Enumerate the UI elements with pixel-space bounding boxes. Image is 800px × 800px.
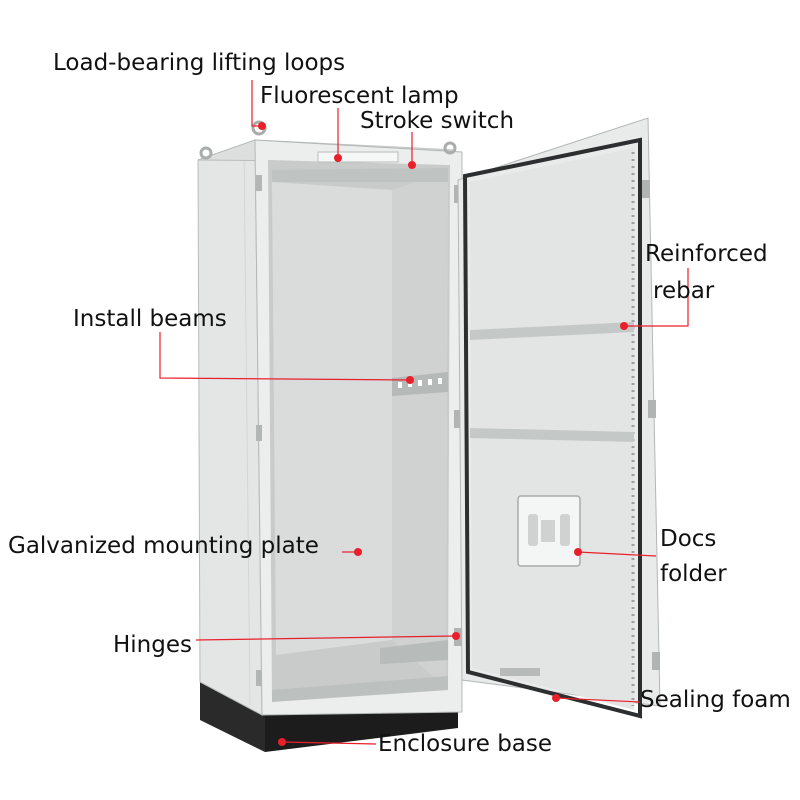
label-sealing-foam: Sealing foam xyxy=(640,687,791,713)
label-reinforced-rebar-line2: rebar xyxy=(653,278,715,304)
label-enclosure-base: Enclosure base xyxy=(378,731,553,757)
anchor-dots xyxy=(258,122,628,746)
label-install-beams: Install beams xyxy=(73,306,227,332)
cabinet-side-panel xyxy=(197,139,263,716)
cabinet-door xyxy=(457,117,661,719)
leader-lines xyxy=(159,80,689,745)
label-docs-folder-line2: folder xyxy=(660,561,727,587)
label-lifting-loops: Load-bearing lifting loops xyxy=(53,50,346,76)
label-mounting-plate: Galvanized mounting plate xyxy=(8,533,319,559)
label-hinges: Hinges xyxy=(113,632,192,658)
label-reinforced-rebar-line1: Reinforced xyxy=(645,241,768,267)
cabinet-front-frame xyxy=(254,139,463,716)
label-docs-folder-line1: Docs xyxy=(660,526,717,552)
label-fluorescent-lamp: Fluorescent lamp xyxy=(260,83,459,109)
docs-folder-holder xyxy=(517,495,581,567)
label-stroke-switch: Stroke switch xyxy=(360,108,515,134)
